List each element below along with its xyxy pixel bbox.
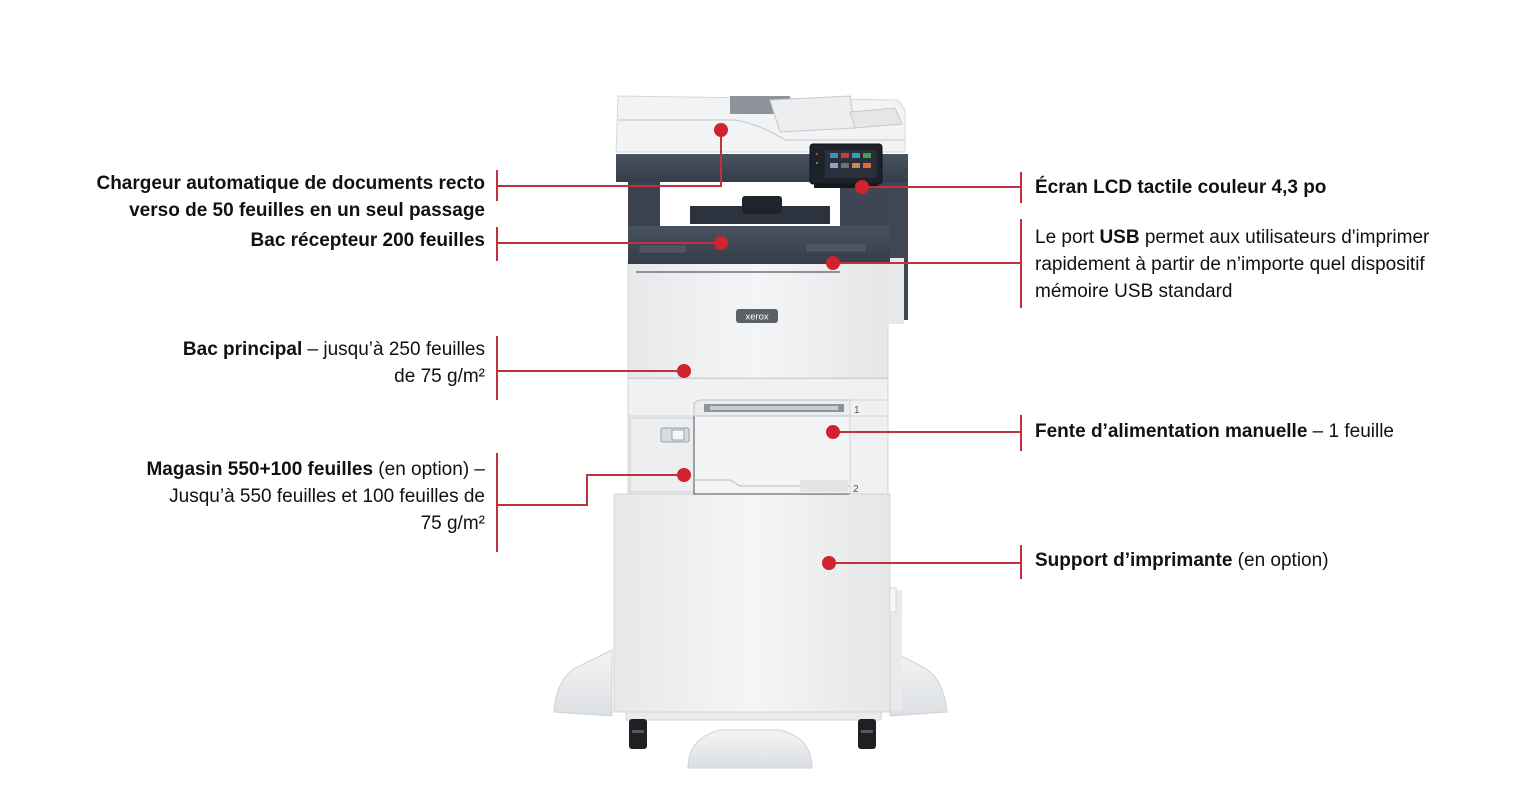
callout-optional-tray: Magasin 550+100 feuilles (en option) – J… xyxy=(20,456,485,537)
tray-number-1: 1 xyxy=(854,405,860,416)
callout-optional-tray-line2: Jusqu’à 550 feuilles et 100 feuilles de xyxy=(169,486,485,507)
xerox-logo-text: xerox xyxy=(745,312,768,323)
callout-optional-tray-title: Magasin 550+100 feuilles xyxy=(146,459,374,480)
callout-stand-title: Support d’imprimante xyxy=(1035,550,1233,571)
callout-usb-line3: mémoire USB standard xyxy=(1035,281,1233,302)
callout-optional-tray-line3: 75 g/m² xyxy=(420,513,485,534)
optional-tray-module: 2 xyxy=(627,413,889,495)
callout-adf-line2: verso de 50 feuilles en un seul passage xyxy=(129,200,485,221)
dot-adf xyxy=(714,123,728,137)
dot-optional-tray xyxy=(677,468,691,482)
callout-stand-desc: (en option) xyxy=(1232,550,1329,571)
caster-left xyxy=(629,719,647,749)
callout-main-tray-line2: de 75 g/m² xyxy=(394,366,485,387)
dot-usb xyxy=(826,256,840,270)
dot-stand xyxy=(822,556,836,570)
dot-manual-feed xyxy=(826,425,840,439)
callout-usb-pre: Le port xyxy=(1035,227,1100,248)
callout-adf: Chargeur automatique de documents recto … xyxy=(20,170,485,224)
callout-lcd-title: Écran LCD tactile couleur 4,3 po xyxy=(1035,177,1327,198)
callout-optional-tray-desc: (en option) – xyxy=(373,459,485,480)
callout-usb-desc: permet aux utilisateurs d'imprimer xyxy=(1139,227,1430,248)
callout-manual-feed-title: Fente d’alimentation manuelle xyxy=(1035,421,1308,442)
callout-output-tray-title: Bac récepteur 200 feuilles xyxy=(250,230,485,251)
dot-main-tray xyxy=(677,364,691,378)
callout-dots xyxy=(677,123,869,570)
printer-stand xyxy=(553,493,948,769)
lcd-touchscreen xyxy=(809,143,883,188)
callout-main-tray-desc: – jusqu’à 250 feuilles xyxy=(302,339,485,360)
callout-manual-feed-desc: – 1 feuille xyxy=(1307,421,1395,442)
callout-manual-feed: Fente d’alimentation manuelle – 1 feuill… xyxy=(1035,418,1515,445)
callout-main-tray-title: Bac principal xyxy=(182,339,303,360)
callout-lcd: Écran LCD tactile couleur 4,3 po xyxy=(1035,174,1515,201)
dot-output-tray xyxy=(714,236,728,250)
callout-adf-line1: Chargeur automatique de documents recto xyxy=(96,173,485,194)
callout-main-tray: Bac principal – jusqu’à 250 feuilles de … xyxy=(20,336,485,390)
leader-lines xyxy=(496,130,1022,579)
callout-usb: Le port USB permet aux utilisateurs d'im… xyxy=(1035,224,1515,305)
callout-usb-title: USB xyxy=(1099,227,1140,248)
tray-number-2: 2 xyxy=(853,484,859,495)
caster-right xyxy=(858,719,876,749)
dot-lcd xyxy=(855,180,869,194)
callout-output-tray: Bac récepteur 200 feuilles xyxy=(20,227,485,254)
printer-body: 1 xerox xyxy=(615,95,908,417)
callout-usb-line2: rapidement à partir de n’importe quel di… xyxy=(1035,254,1425,275)
callout-stand: Support d’imprimante (en option) xyxy=(1035,547,1515,574)
xerox-logo xyxy=(736,309,778,323)
